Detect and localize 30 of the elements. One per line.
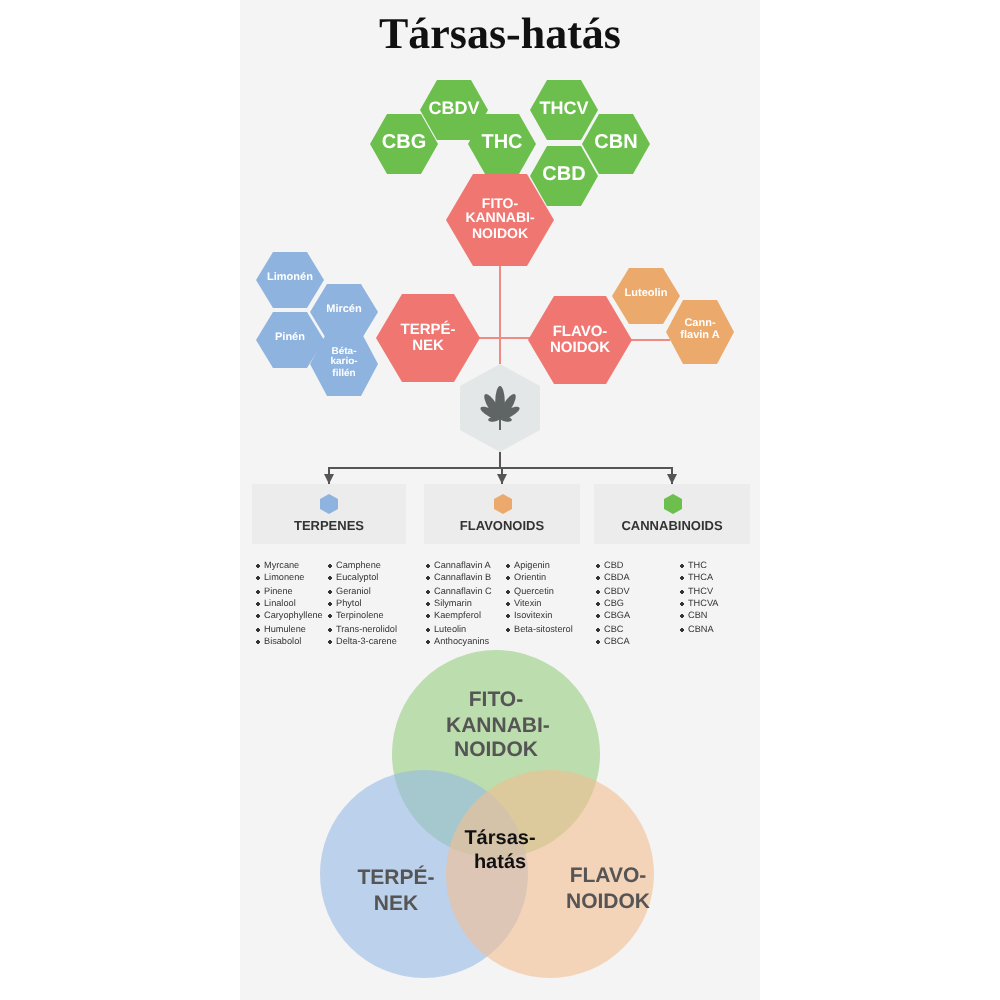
category-panel xyxy=(594,484,750,544)
connector-line xyxy=(627,339,671,341)
circle-label: FITO- KANNABI- NOIDOK xyxy=(446,688,546,764)
circle-label: FLAVO- NOIDOK xyxy=(564,864,652,915)
category-panel xyxy=(252,484,406,544)
connector-line xyxy=(475,337,533,339)
circle-label: TERPÉ- NEK xyxy=(355,866,437,917)
hexagon-node xyxy=(582,114,650,174)
node-label: CBD xyxy=(540,165,588,187)
overlap-label: Társas-hatás xyxy=(462,828,538,876)
hexagon-node xyxy=(530,146,598,206)
hexagon-node xyxy=(530,80,598,140)
connector-line xyxy=(499,265,501,365)
node-label: CBG xyxy=(379,133,429,155)
hexagon-node xyxy=(310,332,378,396)
category-panel xyxy=(424,484,580,544)
title: Társas-hatás xyxy=(376,8,623,60)
node-label: THC xyxy=(479,133,525,155)
hexagon-node xyxy=(612,268,680,324)
hexagon-node xyxy=(370,114,438,174)
node-label: CBN xyxy=(592,133,640,155)
hexagon-node xyxy=(256,312,324,368)
hexagon-node xyxy=(528,296,632,384)
hexagon-node xyxy=(666,300,734,364)
arrow xyxy=(499,451,677,485)
hexagon-node xyxy=(376,294,480,382)
hexagon-node xyxy=(256,252,324,308)
hexagon-node xyxy=(460,364,540,452)
node-label: CBDV xyxy=(426,100,482,120)
node-label: THCV xyxy=(537,100,591,120)
